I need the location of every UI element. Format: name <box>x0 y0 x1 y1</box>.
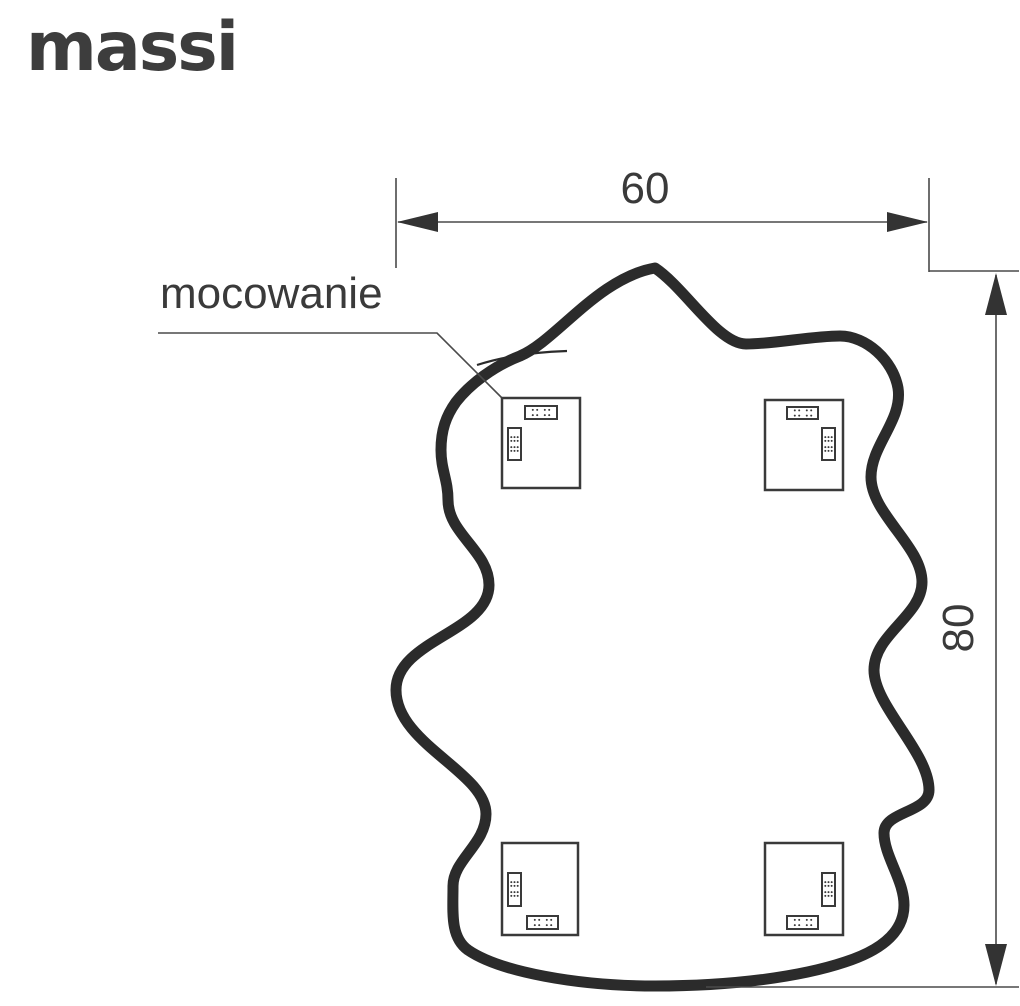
width-arrow-left-icon <box>397 212 438 232</box>
mounting-callout: mocowanie <box>158 269 503 399</box>
height-dimension: 80 <box>706 270 1019 988</box>
mounting-bracket-top-right <box>763 398 845 492</box>
mirror-shape-path <box>390 262 935 992</box>
mounting-bracket-top-left <box>500 396 582 490</box>
height-arrow-up-icon <box>985 273 1007 315</box>
massi-logo: massi <box>26 8 239 87</box>
height-dimension-label: 80 <box>934 604 983 653</box>
width-dimension-label: 60 <box>621 164 670 213</box>
leader-line <box>158 332 503 399</box>
width-dimension: 60 <box>395 164 930 272</box>
height-arrow-down-icon <box>985 944 1007 986</box>
width-arrow-right-icon <box>887 212 928 232</box>
outline-crease <box>476 349 568 367</box>
mounting-label: mocowanie <box>160 269 383 318</box>
mounting-bracket-bottom-left <box>500 841 580 937</box>
mirror-outline <box>390 262 935 992</box>
mounting-bracket-bottom-right <box>763 841 845 937</box>
